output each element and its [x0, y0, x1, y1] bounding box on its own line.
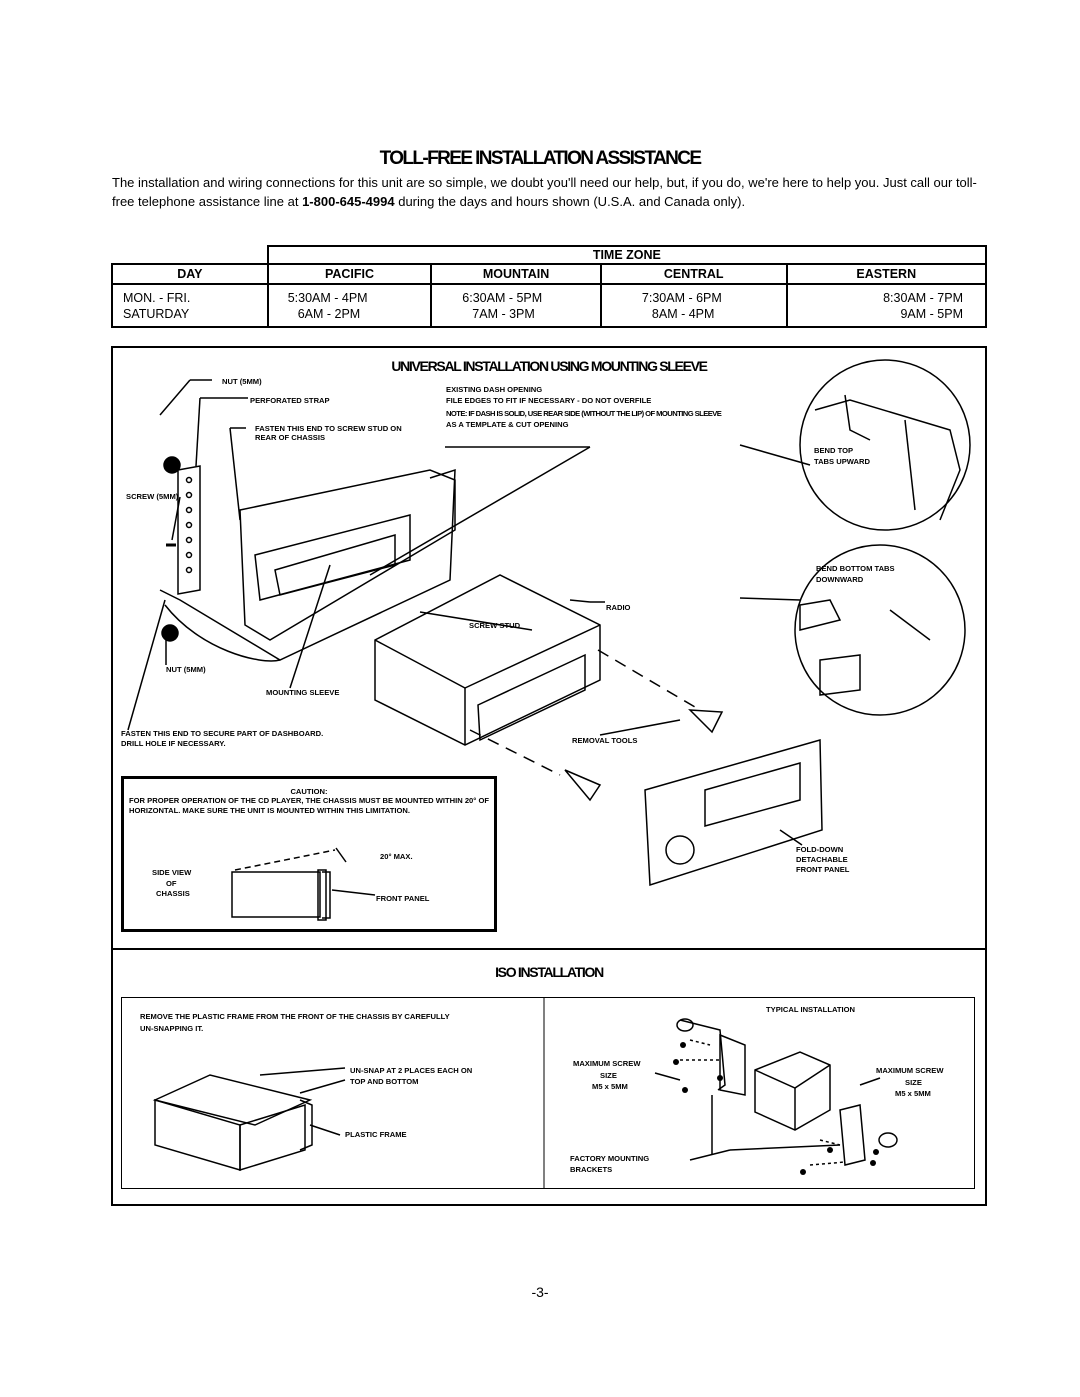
label-file-edges: FILE EDGES TO FIT IF NECESSARY - DO NOT …	[446, 396, 652, 405]
cell-central: 7:30AM - 6PM	[641, 291, 722, 305]
label-20-max: 20° MAX.	[380, 852, 413, 861]
label-max-screw-left-3: M5 x 5MM	[592, 1082, 628, 1091]
label-unsnap-1: UN-SNAP AT 2 PLACES EACH ON	[350, 1066, 473, 1075]
label-nut-bottom: NUT (5MM)	[166, 665, 206, 674]
cell-central: 8AM - 4PM	[651, 307, 715, 321]
caution-heading: CAUTION:	[290, 787, 328, 796]
label-tabs-upward: TABS UPWARD	[814, 457, 870, 466]
page-number: -3-	[531, 1284, 549, 1300]
label-chassis: CHASSIS	[156, 889, 190, 898]
label-perforated-strap: PERFORATED STRAP	[250, 396, 330, 405]
phone-number: 1-800-645-4994	[302, 194, 395, 209]
label-side-view-of: OF	[166, 879, 177, 888]
cell-eastern: 9AM - 5PM	[900, 307, 963, 321]
label-fasten-dash-2: DRILL HOLE IF NECESSARY.	[121, 739, 226, 748]
label-rear-of-chassis: REAR OF CHASSIS	[255, 433, 326, 442]
label-removal-tools: REMOVAL TOOLS	[572, 736, 638, 745]
intro-text-end: during the days and hours shown (U.S.A. …	[394, 194, 746, 209]
label-bend-top: BEND TOP	[814, 446, 854, 455]
label-detachable: DETACHABLE	[796, 855, 848, 864]
caution-text: FOR PROPER OPERATION OF THE CD PLAYER, T…	[129, 796, 489, 815]
cell-mountain: 7AM - 3PM	[472, 307, 535, 321]
cell-eastern: 8:30AM - 7PM	[883, 291, 963, 305]
intro-paragraph: The installation and wiring connections …	[112, 173, 992, 211]
column-header-central: CENTRAL	[599, 263, 788, 285]
cell-pacific: 6AM - 2PM	[297, 307, 361, 321]
label-fasten-screw-stud: FASTEN THIS END TO SCREW STUD ON	[255, 424, 402, 433]
label-max-screw-right-1: MAXIMUM SCREW	[876, 1066, 944, 1075]
iso-inner-panel	[121, 997, 975, 1189]
cell-day: MON. - FRI.	[123, 291, 191, 305]
time-zone-table: TIME ZONE DAY PACIFIC MOUNTAIN CENTRAL E…	[111, 245, 988, 328]
label-bend-bottom: BEND BOTTOM TABS	[816, 564, 895, 573]
label-screw-stud: SCREW STUD	[469, 621, 521, 630]
label-typical: TYPICAL INSTALLATION	[766, 1005, 856, 1014]
label-template: AS A TEMPLATE & CUT OPENING	[446, 420, 569, 429]
label-downward: DOWNWARD	[816, 575, 864, 584]
cell-day: SATURDAY	[123, 307, 190, 321]
label-plastic-frame: PLASTIC FRAME	[345, 1130, 407, 1139]
label-radio: RADIO	[606, 603, 631, 612]
label-existing-dash: EXISTING DASH OPENING	[446, 385, 543, 394]
label-nut-top: NUT (5MM)	[222, 377, 262, 386]
page-title: TOLL-FREE INSTALLATION ASSISTANCE	[379, 148, 702, 169]
universal-section-title: UNIVERSAL INSTALLATION USING MOUNTING SL…	[391, 358, 708, 374]
label-factory-1: FACTORY MOUNTING	[570, 1154, 650, 1163]
intro-text-start: The installation and wiring connections …	[112, 175, 977, 209]
label-max-screw-right-2: SIZE	[905, 1078, 922, 1087]
cell-mountain: 6:30AM - 5PM	[462, 291, 543, 305]
label-fold-down: FOLD-DOWN	[796, 845, 844, 854]
label-mounting-sleeve: MOUNTING SLEEVE	[266, 688, 340, 697]
label-max-screw-right-3: M5 x 5MM	[895, 1089, 931, 1098]
label-screw-5mm: SCREW (5MM)	[126, 492, 179, 501]
column-header-mountain: MOUNTAIN	[430, 263, 602, 285]
time-zone-header: TIME ZONE	[266, 245, 988, 264]
iso-instruction: REMOVE THE PLASTIC FRAME FROM THE FRONT …	[140, 1012, 450, 1033]
label-front-panel-right: FRONT PANEL	[796, 865, 850, 874]
table-body: MON. - FRI. SATURDAY 5:30AM - 4PM 6AM - …	[111, 284, 987, 328]
label-side-view: SIDE VIEW	[152, 868, 192, 877]
column-header-day: DAY	[111, 263, 269, 285]
label-max-screw-left-2: SIZE	[600, 1071, 617, 1080]
label-fasten-dash-1: FASTEN THIS END TO SECURE PART OF DASHBO…	[121, 729, 324, 738]
label-factory-2: BRACKETS	[570, 1165, 613, 1174]
column-header-pacific: PACIFIC	[266, 263, 433, 285]
caution-box: CAUTION: FOR PROPER OPERATION OF THE CD …	[121, 776, 497, 932]
column-header-eastern: EASTERN	[785, 263, 987, 285]
iso-section-title: ISO INSTALLATION	[495, 964, 604, 980]
iso-installation-section: ISO INSTALLATION	[111, 948, 987, 1206]
label-unsnap-2: TOP AND BOTTOM	[350, 1077, 419, 1086]
label-max-screw-left-1: MAXIMUM SCREW	[573, 1059, 641, 1068]
label-front-panel-caution: FRONT PANEL	[376, 894, 430, 903]
label-note-dash: NOTE: IF DASH IS SOLID, USE REAR SIDE (W…	[446, 409, 722, 418]
cell-pacific: 5:30AM - 4PM	[287, 291, 368, 305]
